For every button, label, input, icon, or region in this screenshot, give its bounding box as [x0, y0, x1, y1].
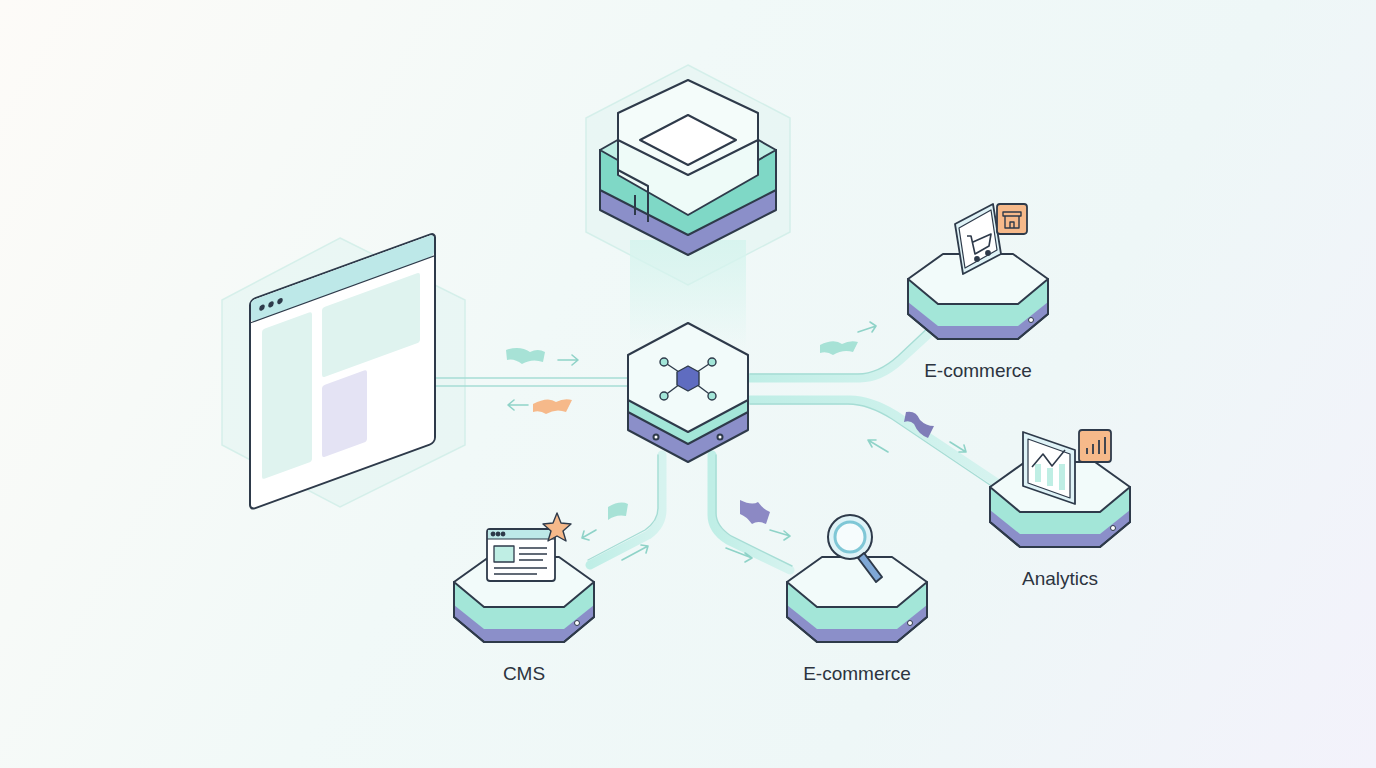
server-node: Analytics — [975, 442, 1145, 591]
node-label: CMS — [439, 662, 609, 686]
server-node: CMS — [439, 537, 609, 686]
server-node: E-commerce — [893, 234, 1063, 383]
server-block — [439, 492, 609, 657]
flow-arrows — [508, 322, 966, 562]
server-block — [772, 492, 942, 657]
server-node: E-commerce — [772, 537, 942, 686]
node-label: E-commerce — [772, 662, 942, 686]
node-label: E-commerce — [893, 359, 1063, 383]
halo — [222, 65, 790, 507]
node-label: Analytics — [975, 567, 1145, 591]
hub-block — [628, 323, 748, 462]
platform-core — [600, 80, 776, 255]
server-block — [975, 397, 1145, 562]
browser-window — [250, 233, 435, 510]
server-block — [893, 189, 1063, 354]
